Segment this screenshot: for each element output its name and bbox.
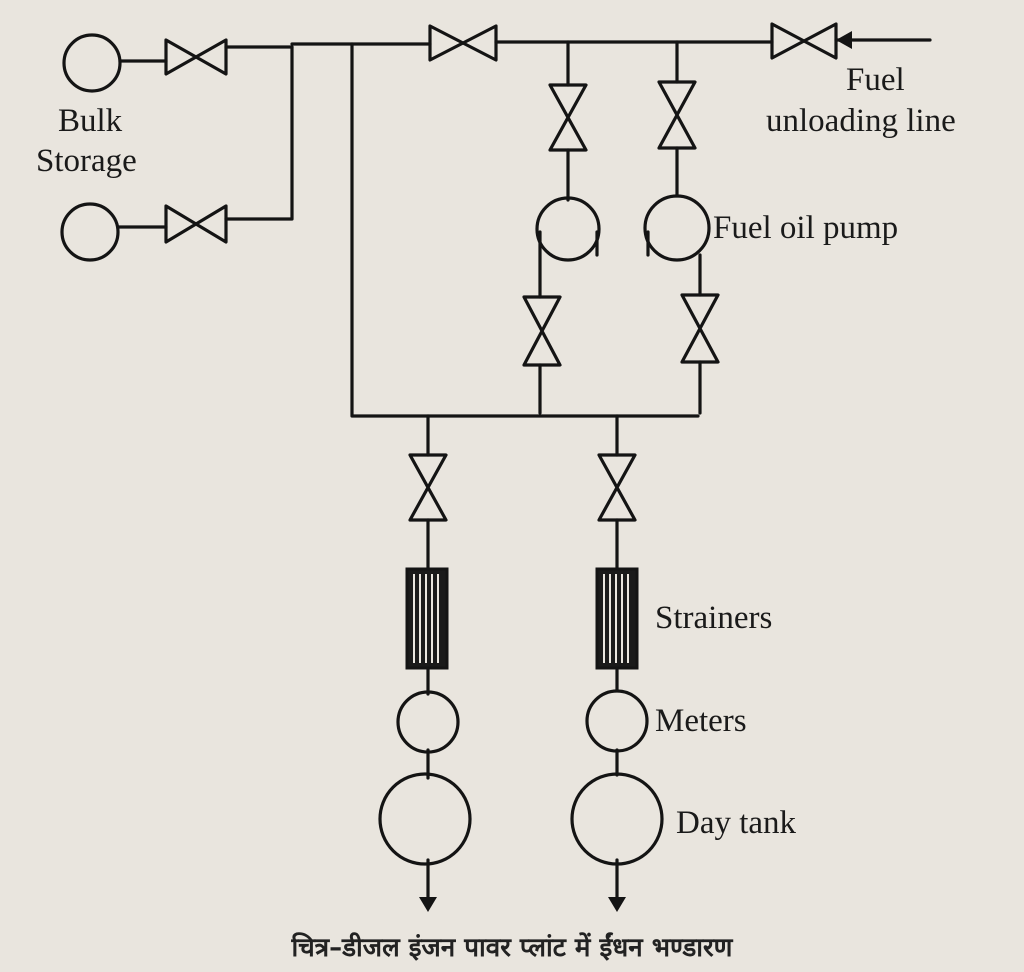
- bulk-storage-tank-1: [62, 33, 122, 93]
- figure-caption: चित्र–डीजल इंजन पावर प्लांट में ईंधन भण्…: [291, 933, 733, 963]
- valve-tank1: [164, 38, 228, 76]
- fuel-oil-pump-2: [643, 194, 711, 262]
- valve-outlet-1: [408, 453, 448, 522]
- fuel-unloading-label-line2: unloading line: [766, 103, 956, 139]
- valve-tank2: [164, 204, 228, 244]
- bulk-storage-label-line1: Bulk: [58, 103, 123, 139]
- valve-pump-2-inlet: [657, 80, 697, 150]
- meters-label: Meters: [655, 703, 747, 739]
- fuel-oil-pump-1: [535, 196, 601, 262]
- day-tank-1: [378, 772, 472, 866]
- pipe-tank1-to-main: [118, 45, 294, 63]
- valve-pump-1-inlet: [548, 83, 588, 152]
- valve-pump-1-outlet: [522, 295, 562, 367]
- fuel-unloading-label-line1: Fuel: [846, 62, 905, 98]
- meter-2: [585, 689, 649, 753]
- day-tank-2: [570, 772, 664, 866]
- bulk-storage-tank-2: [60, 202, 120, 262]
- fuel-oil-pump-label: Fuel oil pump: [713, 210, 899, 246]
- bulk-storage-label-line2: Storage: [36, 143, 137, 179]
- valve-outlet-2: [597, 453, 637, 522]
- outlet-arrow-1: [419, 897, 437, 912]
- strainer-2-mesh: [603, 574, 629, 663]
- pipe-tank2-to-riser: [116, 45, 294, 229]
- bypass-pipe: [350, 42, 700, 418]
- main-header-pipe: [290, 38, 932, 46]
- strainer-1-mesh: [413, 574, 439, 663]
- meter-1: [396, 690, 460, 754]
- pump-branch-1-pipe: [538, 40, 599, 415]
- pump-branch-2-pipe: [646, 40, 702, 415]
- fuel-inlet-arrow: [836, 31, 852, 49]
- valve-fuel-unloading: [770, 22, 838, 60]
- valve-main-header: [428, 24, 498, 62]
- outlet-arrow-2: [608, 897, 626, 912]
- strainers-label: Strainers: [655, 600, 773, 636]
- valve-pump-2-outlet: [680, 293, 720, 364]
- day-tank-label: Day tank: [676, 805, 797, 841]
